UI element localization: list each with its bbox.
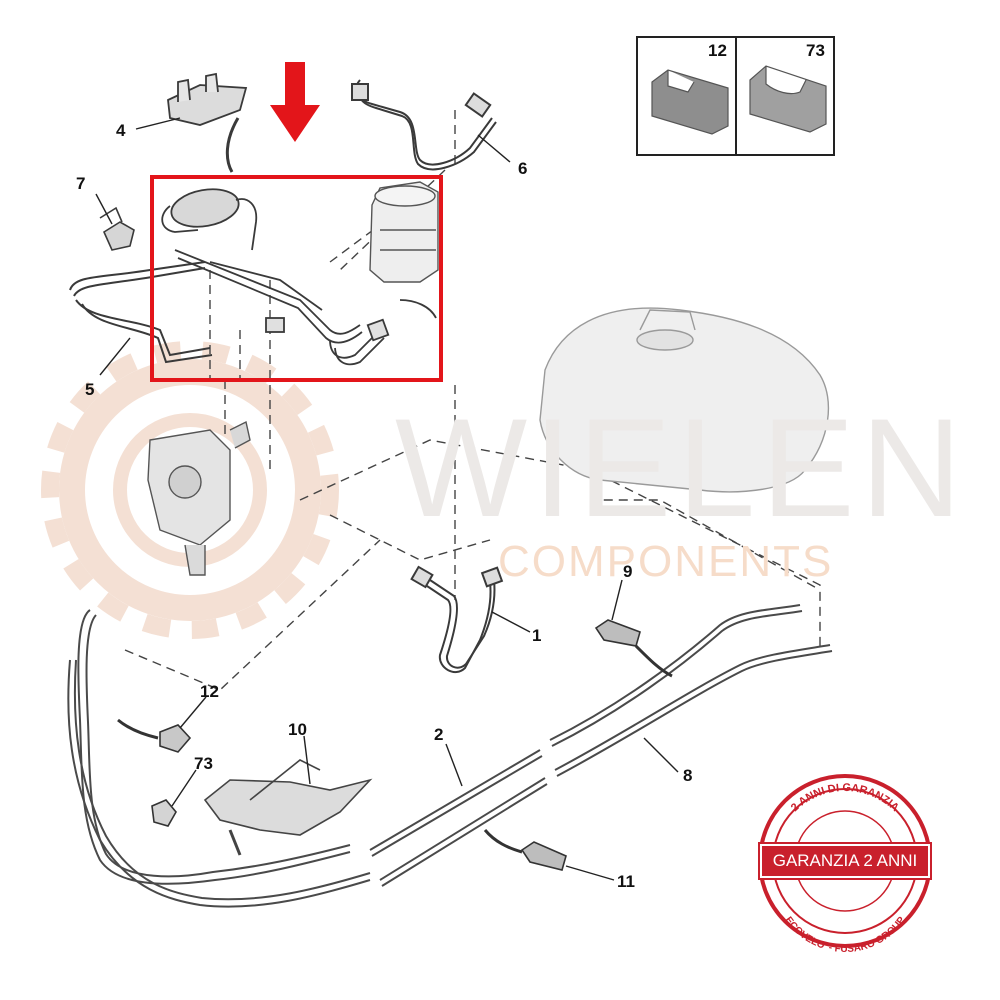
long-fuel-pipes (67, 604, 833, 908)
callout-8: 8 (683, 766, 693, 785)
callout-12: 12 (200, 682, 219, 701)
highlighted-pipe-assembly (161, 188, 437, 366)
stamp-bottom-text: ECOVELO' - FUSARO GROUP (782, 915, 907, 955)
callout-4: 4 (116, 121, 126, 140)
clip-part-7 (99, 206, 135, 251)
clip-part-9 (594, 619, 673, 678)
callout-10: 10 (288, 720, 307, 739)
canister-part-10 (203, 759, 373, 856)
callout-1: 1 (532, 626, 542, 645)
bracket-part-4 (167, 72, 248, 173)
clip-part-11 (483, 829, 567, 871)
high-pressure-pump (147, 420, 251, 576)
callout-7: 7 (76, 174, 86, 193)
upper-fuel-pipes (351, 79, 497, 171)
clip-part-12-lower (117, 718, 192, 753)
watermark-subtitle: COMPONENTS (498, 537, 834, 586)
pipe-part-1 (410, 565, 504, 674)
inset-label-73: 73 (806, 41, 825, 60)
callout-5: 5 (85, 380, 95, 399)
red-arrow-icon (270, 62, 320, 142)
pipe-part-5 (69, 261, 213, 364)
fuel-tank (539, 307, 830, 493)
inset-clip-73-icon (749, 65, 827, 133)
highlight-box (150, 175, 443, 382)
callout-73: 73 (194, 754, 213, 773)
inset-box (636, 36, 835, 156)
clip-part-73-lower (151, 799, 177, 827)
inset-clip-12-icon (651, 69, 729, 135)
watermark-brand: WIELEN (395, 389, 968, 546)
stamp-label: GARANZIA 2 ANNI (758, 842, 932, 880)
callout-6: 6 (518, 159, 528, 178)
callout-9: 9 (623, 562, 633, 581)
fuel-filter (369, 181, 439, 283)
callout-leader-lines (95, 117, 679, 881)
inset-label-12: 12 (708, 41, 727, 60)
callout-11: 11 (617, 872, 635, 891)
callout-2: 2 (434, 725, 444, 744)
